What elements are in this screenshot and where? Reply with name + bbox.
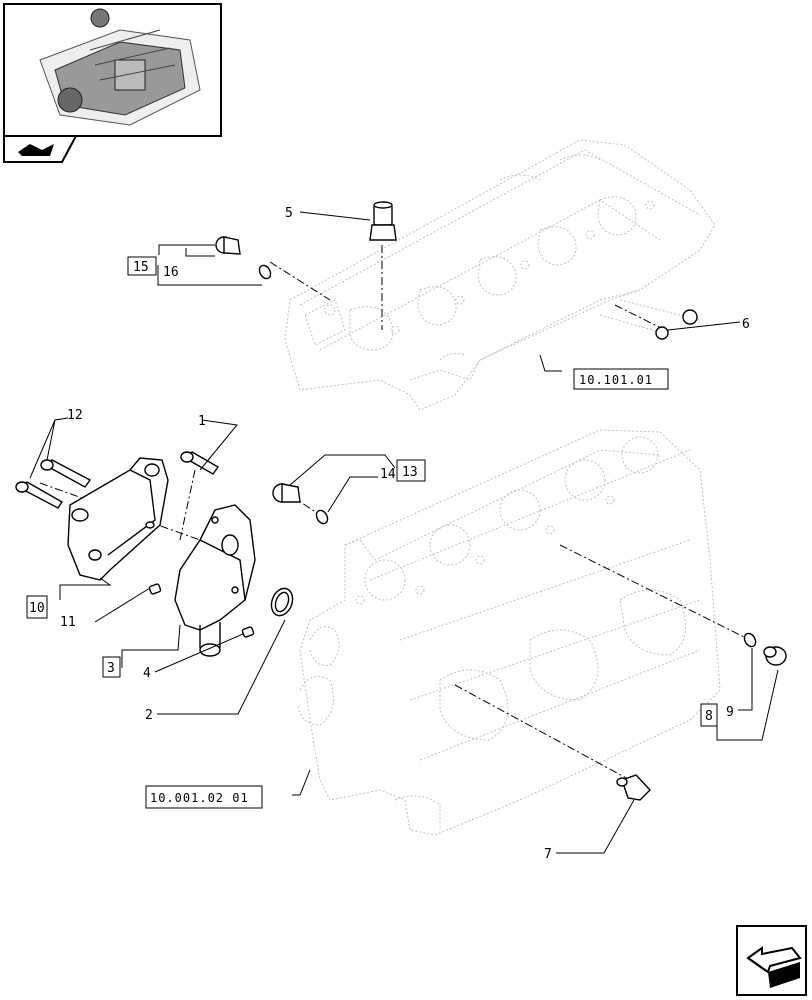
part-8-seal[interactable] [742, 631, 758, 648]
part-3-housing[interactable] [174, 504, 256, 657]
svg-text:16: 16 [163, 265, 179, 280]
part-4-pin[interactable] [241, 626, 255, 638]
callout-14[interactable]: 14 [380, 467, 396, 482]
svg-text:8: 8 [705, 709, 713, 724]
callout-7[interactable]: 7 [544, 847, 552, 862]
part-16-seal[interactable] [257, 263, 273, 280]
svg-text:12: 12 [67, 408, 83, 423]
engine-thumbnail[interactable] [3, 3, 222, 137]
ref-crankcase[interactable]: 10.001.02 01 [145, 785, 263, 809]
svg-text:1: 1 [198, 414, 206, 429]
part-9-plug[interactable] [763, 646, 787, 666]
svg-text:2: 2 [145, 708, 153, 723]
part-10-bracket[interactable] [67, 457, 169, 581]
part-6-plug[interactable] [655, 309, 698, 340]
callout-5[interactable]: 5 [285, 206, 293, 221]
svg-text:4: 4 [143, 666, 151, 681]
callout-13[interactable]: 13 [396, 459, 426, 482]
svg-text:13: 13 [402, 465, 418, 480]
callout-4[interactable]: 4 [143, 666, 151, 681]
callout-3[interactable]: 3 [102, 656, 121, 678]
part-11-pin[interactable] [148, 583, 162, 595]
part-2-gasket[interactable] [268, 585, 296, 618]
crankcase-outline [297, 429, 721, 836]
ref-cylinder-head[interactable]: 10.101.01 [573, 368, 669, 390]
part-13-seal[interactable] [314, 508, 330, 525]
folder-arrow-icon[interactable] [3, 135, 78, 163]
svg-text:7: 7 [544, 847, 552, 862]
callout-8[interactable]: 8 [700, 703, 718, 727]
part-15-plug[interactable] [215, 236, 241, 255]
part-14-plug[interactable] [272, 483, 301, 503]
svg-text:15: 15 [133, 260, 149, 275]
callout-12[interactable]: 12 [67, 408, 83, 423]
svg-text:10.101.01: 10.101.01 [579, 373, 653, 387]
engine-thumbnail-icon [39, 8, 201, 126]
callout-2[interactable]: 2 [145, 708, 153, 723]
svg-text:14: 14 [380, 467, 396, 482]
svg-text:10: 10 [29, 601, 45, 616]
callout-1[interactable]: 1 [198, 414, 206, 429]
callout-16[interactable]: 16 [163, 265, 179, 280]
svg-text:3: 3 [107, 661, 115, 676]
next-page-arrow-icon[interactable] [736, 925, 807, 996]
callout-10[interactable]: 10 [26, 595, 48, 619]
callout-6[interactable]: 6 [742, 317, 750, 332]
cylinder-head-outline [284, 139, 716, 411]
part-1-screw[interactable] [180, 451, 220, 475]
callout-11[interactable]: 11 [60, 615, 76, 630]
part-5-fitting[interactable] [369, 201, 397, 241]
svg-text:11: 11 [60, 615, 76, 630]
callout-9[interactable]: 9 [726, 705, 734, 720]
svg-text:6: 6 [742, 317, 750, 332]
svg-text:5: 5 [285, 206, 293, 221]
leader-lines [29, 211, 779, 854]
svg-text:10.001.02 01: 10.001.02 01 [150, 791, 249, 805]
part-12-screws[interactable] [15, 459, 92, 509]
part-7-sensor[interactable] [616, 774, 651, 801]
svg-text:9: 9 [726, 705, 734, 720]
callout-15[interactable]: 15 [127, 256, 157, 276]
